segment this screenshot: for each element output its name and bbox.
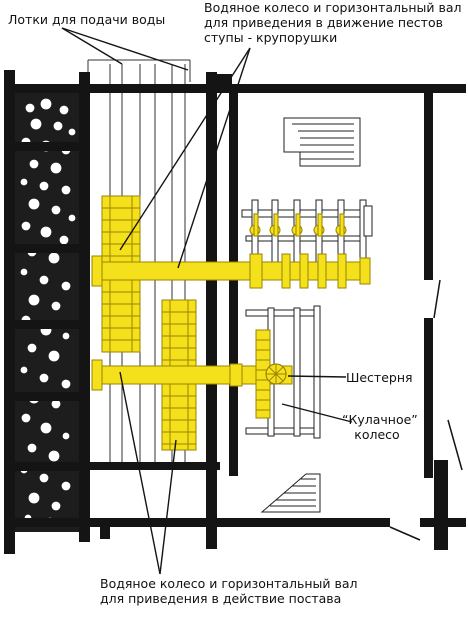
cam-wheel-label-line2: колесо bbox=[354, 427, 400, 442]
leader-lines bbox=[61, 27, 353, 575]
gear-wheel bbox=[265, 363, 287, 385]
upper-wheel-label: Водяное колесо и горизонтальный вал для … bbox=[204, 0, 462, 45]
door-lines bbox=[389, 279, 463, 541]
lower-horizontal-shaft bbox=[91, 359, 293, 391]
upper-wheel-label-line1: Водяное колесо и горизонтальный вал bbox=[204, 0, 462, 15]
lower-wheel-label-line1: Водяное колесо и горизонтальный вал bbox=[100, 576, 358, 591]
lower-staircase bbox=[260, 473, 321, 513]
upper-wheel-label-line3: ступы - крупорушки bbox=[204, 30, 338, 45]
upper-horizontal-shaft bbox=[91, 253, 371, 289]
upper-wheel-label-line2: для приведения в движение пестов bbox=[204, 15, 443, 30]
lower-wheel-label: Водяное колесо и горизонтальный вал для … bbox=[100, 576, 358, 606]
gear-label: Шестерня bbox=[346, 370, 413, 385]
cam-wheel-label: “Кулачное” колесо bbox=[342, 412, 418, 442]
upper-staircase bbox=[283, 117, 361, 167]
pestle-cams bbox=[249, 213, 347, 237]
lower-wheel-label-line2: для приведения в действие постава bbox=[100, 591, 342, 606]
cam-wheel-label-line1: “Кулачное” bbox=[342, 412, 418, 427]
flumes-label: Лотки для подачи воды bbox=[8, 12, 166, 27]
